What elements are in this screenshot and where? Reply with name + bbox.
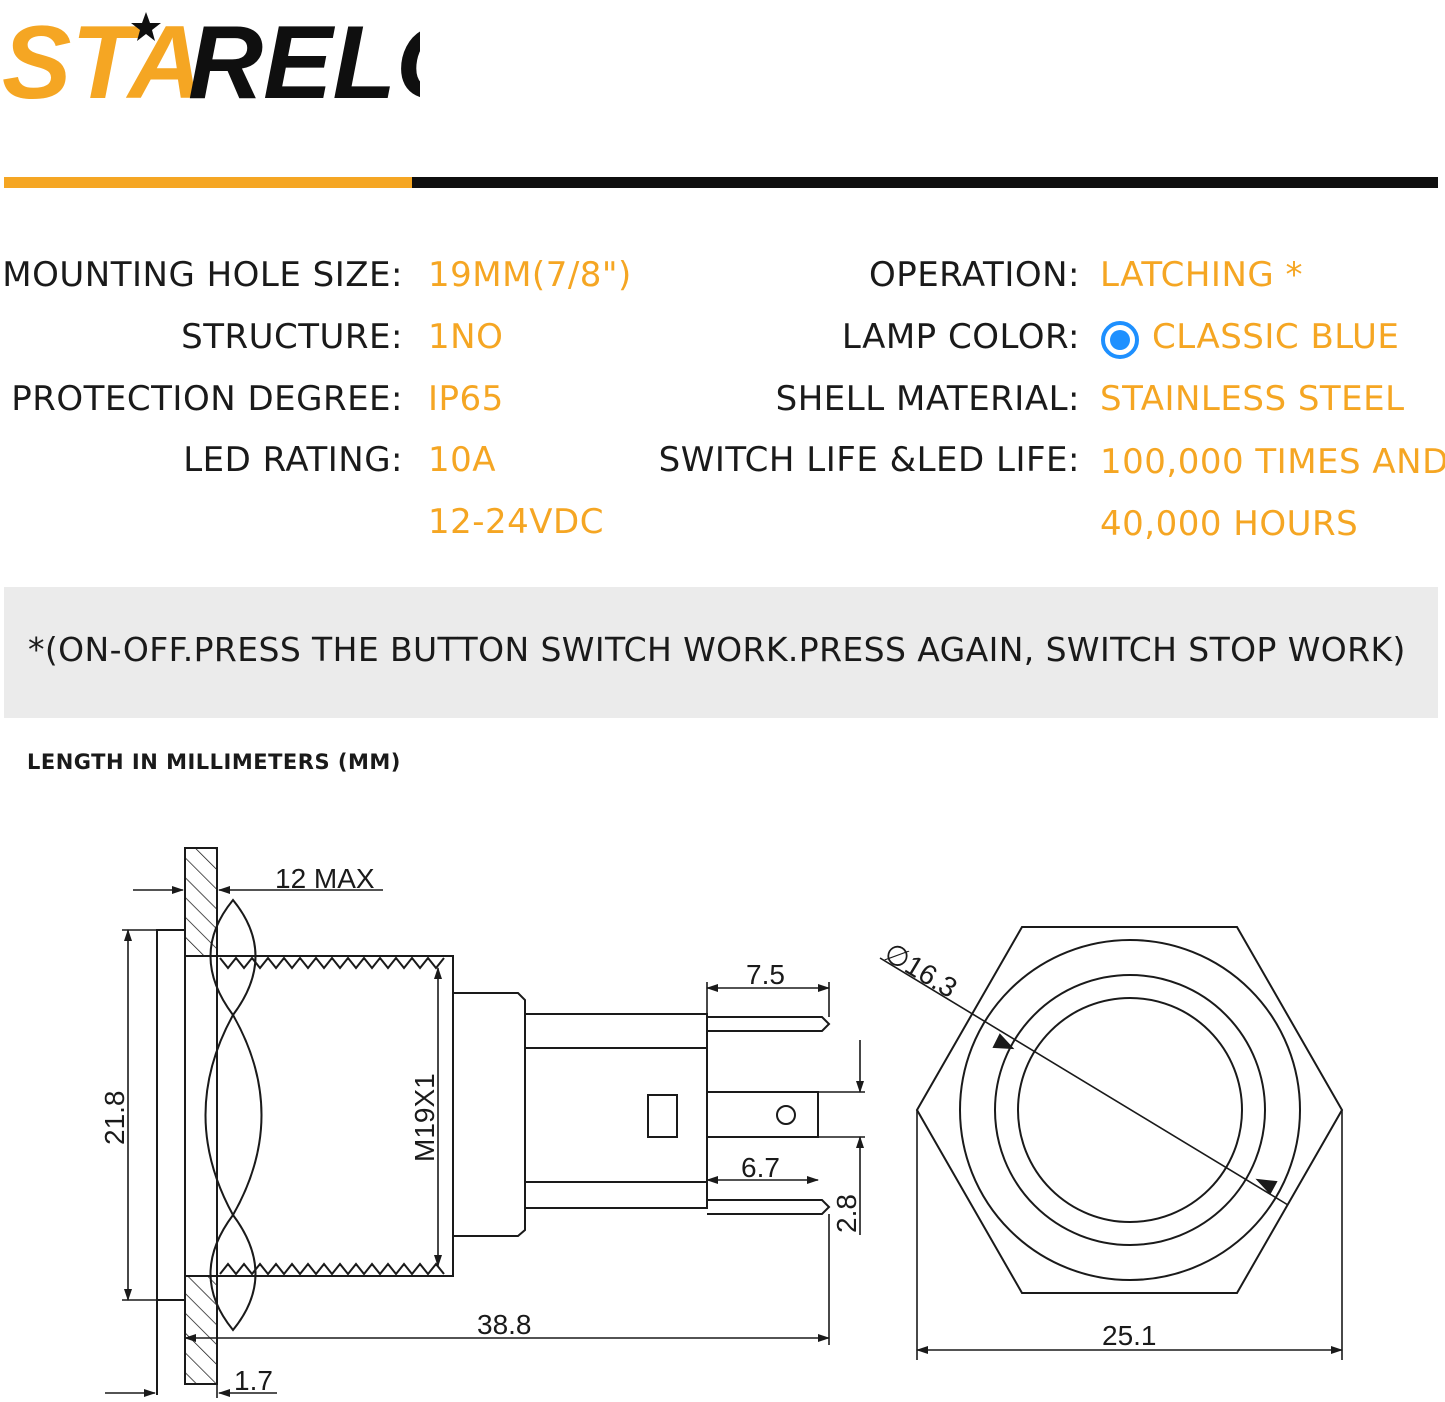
logo-part-relo: RELO [188,5,420,115]
spec-value-led-rating: 10A [428,440,497,480]
dim-12-max: 12 MAX [275,863,375,894]
terminal-window [647,1094,678,1138]
dim-38-8: 38.8 [477,1309,532,1340]
spec-value-lamp-color: CLASSIC BLUE [1152,317,1400,357]
spec-value-life: 100,000 TIMES AND [1100,442,1445,482]
spec-value-life-hours: 40,000 HOURS [1100,504,1359,544]
thread-bottom [219,1262,445,1276]
dimension-drawing: 12 MAX 21.8 M19X1 38.8 1.7 7.5 6.7 2.8 ∅… [99,847,1344,1398]
dim-7-5: 7.5 [746,959,785,990]
terminal-top [707,1016,831,1032]
note-box [4,587,1438,718]
spec-value-protection: IP65 [428,379,504,419]
logo-part-st: ST [2,5,142,115]
operation-note: *(ON-OFF.PRESS THE BUTTON SWITCH WORK.PR… [28,630,1406,669]
blue-dot-icon [1101,321,1139,359]
spec-value-shell: STAINLESS STEEL [1100,379,1405,419]
terminal-bottom [707,1199,831,1215]
lens [1017,997,1243,1223]
brand-logo: ST A RELO [2,5,420,115]
outer-ring [959,939,1301,1281]
spec-value-operation: LATCHING * [1100,255,1304,295]
front-view [879,926,1344,1360]
terminal-mid [707,1091,819,1138]
hex-nut [915,926,1344,1294]
panel-bottom [184,1275,218,1385]
thread-top [219,956,445,970]
front-bezel [156,929,186,1301]
rear-housing [452,992,526,1237]
spec-value-mounting: 19MM(7/8") [428,255,632,295]
dim-21-8: 21.8 [99,1091,130,1146]
mid-ring [994,974,1266,1246]
star-icon [131,12,161,41]
dimension-lines [105,886,865,1398]
spec-label-protection: PROTECTION DEGREE: [11,379,403,419]
dim-m19x1: M19X1 [409,1073,440,1162]
spec-label-mounting: MOUNTING HOLE SIZE: [2,255,403,295]
spec-label-lamp-color: LAMP COLOR: [841,317,1080,357]
header-divider [4,177,1438,188]
spec-value-led-voltage: 12-24VDC [428,502,604,542]
dim-16-3: ∅16.3 [879,937,963,1004]
dim-2-8: 2.8 [831,1194,862,1233]
side-view [156,847,831,1395]
spec-label-shell: SHELL MATERIAL: [775,379,1080,419]
flange [184,955,218,1277]
dim-1-7: 1.7 [234,1365,273,1396]
dim-6-7: 6.7 [741,1152,780,1183]
dim-25-1: 25.1 [1102,1320,1157,1351]
panel-top [184,847,218,957]
spec-label-operation: OPERATION: [868,255,1080,295]
spec-label-structure: STRUCTURE: [181,317,403,357]
drawing-caption: LENGTH IN MILLIMETERS (MM) [27,750,401,774]
spec-value-structure: 1NO [428,317,504,357]
spec-label-led-rating: LED RATING: [183,440,403,480]
spec-label-life: SWITCH LIFE &LED LIFE: [658,440,1080,480]
